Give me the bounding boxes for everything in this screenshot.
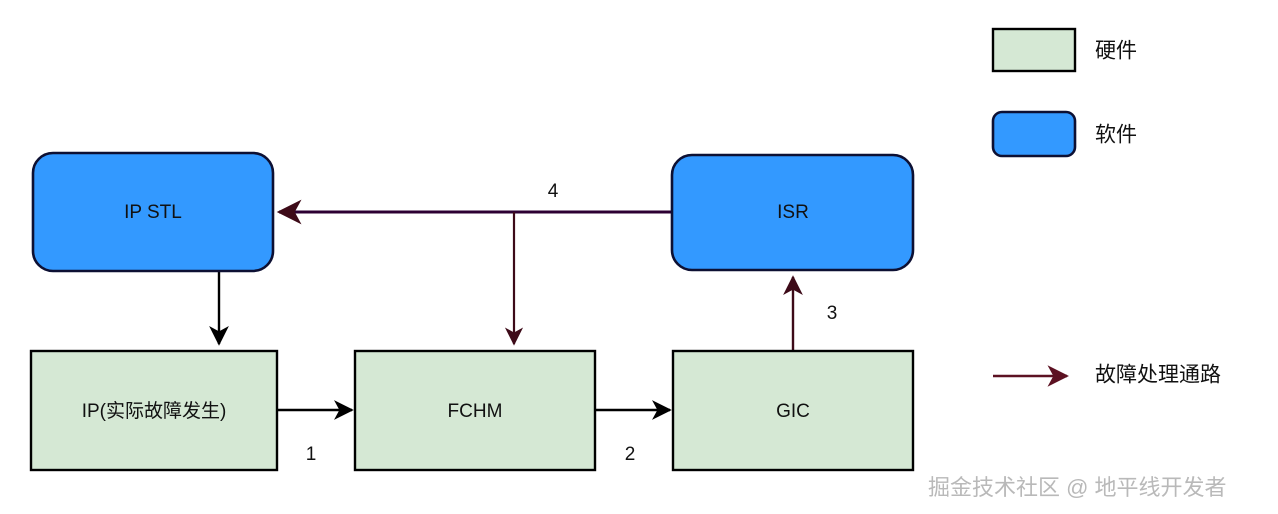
edge-isr-to-ipstl: 4 [276,181,672,225]
legend-hardware-swatch [991,27,1077,73]
node-isr[interactable]: ISR [670,153,915,272]
legend-item-hardware: 硬件 [991,27,1137,73]
node-fchm[interactable]: FCHM [353,349,597,472]
node-label: IP STL [124,202,182,223]
edge-gic-to-isr: 3 [783,275,838,350]
edge-label-4: 4 [548,181,559,202]
legend-fault-label: 故障处理通路 [1095,364,1221,387]
node-label: GIC [776,401,810,422]
legend-hardware-label: 硬件 [1095,40,1137,63]
node-ip-stl[interactable]: IP STL [31,151,275,273]
edge-label-2: 2 [625,444,636,465]
watermark-text: 掘金技术社区 @ 地平线开发者 [928,475,1227,500]
legend-software-swatch [991,110,1077,158]
legend-item-fault-path: 故障处理通路 [993,364,1221,387]
node-label: IP(实际故障发生) [82,400,227,422]
edge-fchm-to-gic: 2 [595,400,672,465]
edge-label-1: 1 [306,444,317,465]
node-shape[interactable] [670,153,915,272]
node-label: ISR [777,202,809,223]
legend-software-label: 软件 [1095,124,1137,147]
edge-label-3: 3 [827,303,838,324]
legend-item-software: 软件 [991,110,1137,158]
watermark: 掘金技术社区 @ 地平线开发者 [928,475,1227,500]
node-gic[interactable]: GIC [671,349,915,472]
node-ip-fault[interactable]: IP(实际故障发生) [29,349,279,472]
node-shape[interactable] [29,349,279,472]
node-label: FCHM [448,401,503,422]
node-shape[interactable] [353,349,597,472]
edge-ipfault-to-fchm: 1 [277,400,354,465]
node-shape[interactable] [671,349,915,472]
node-shape[interactable] [31,151,275,273]
